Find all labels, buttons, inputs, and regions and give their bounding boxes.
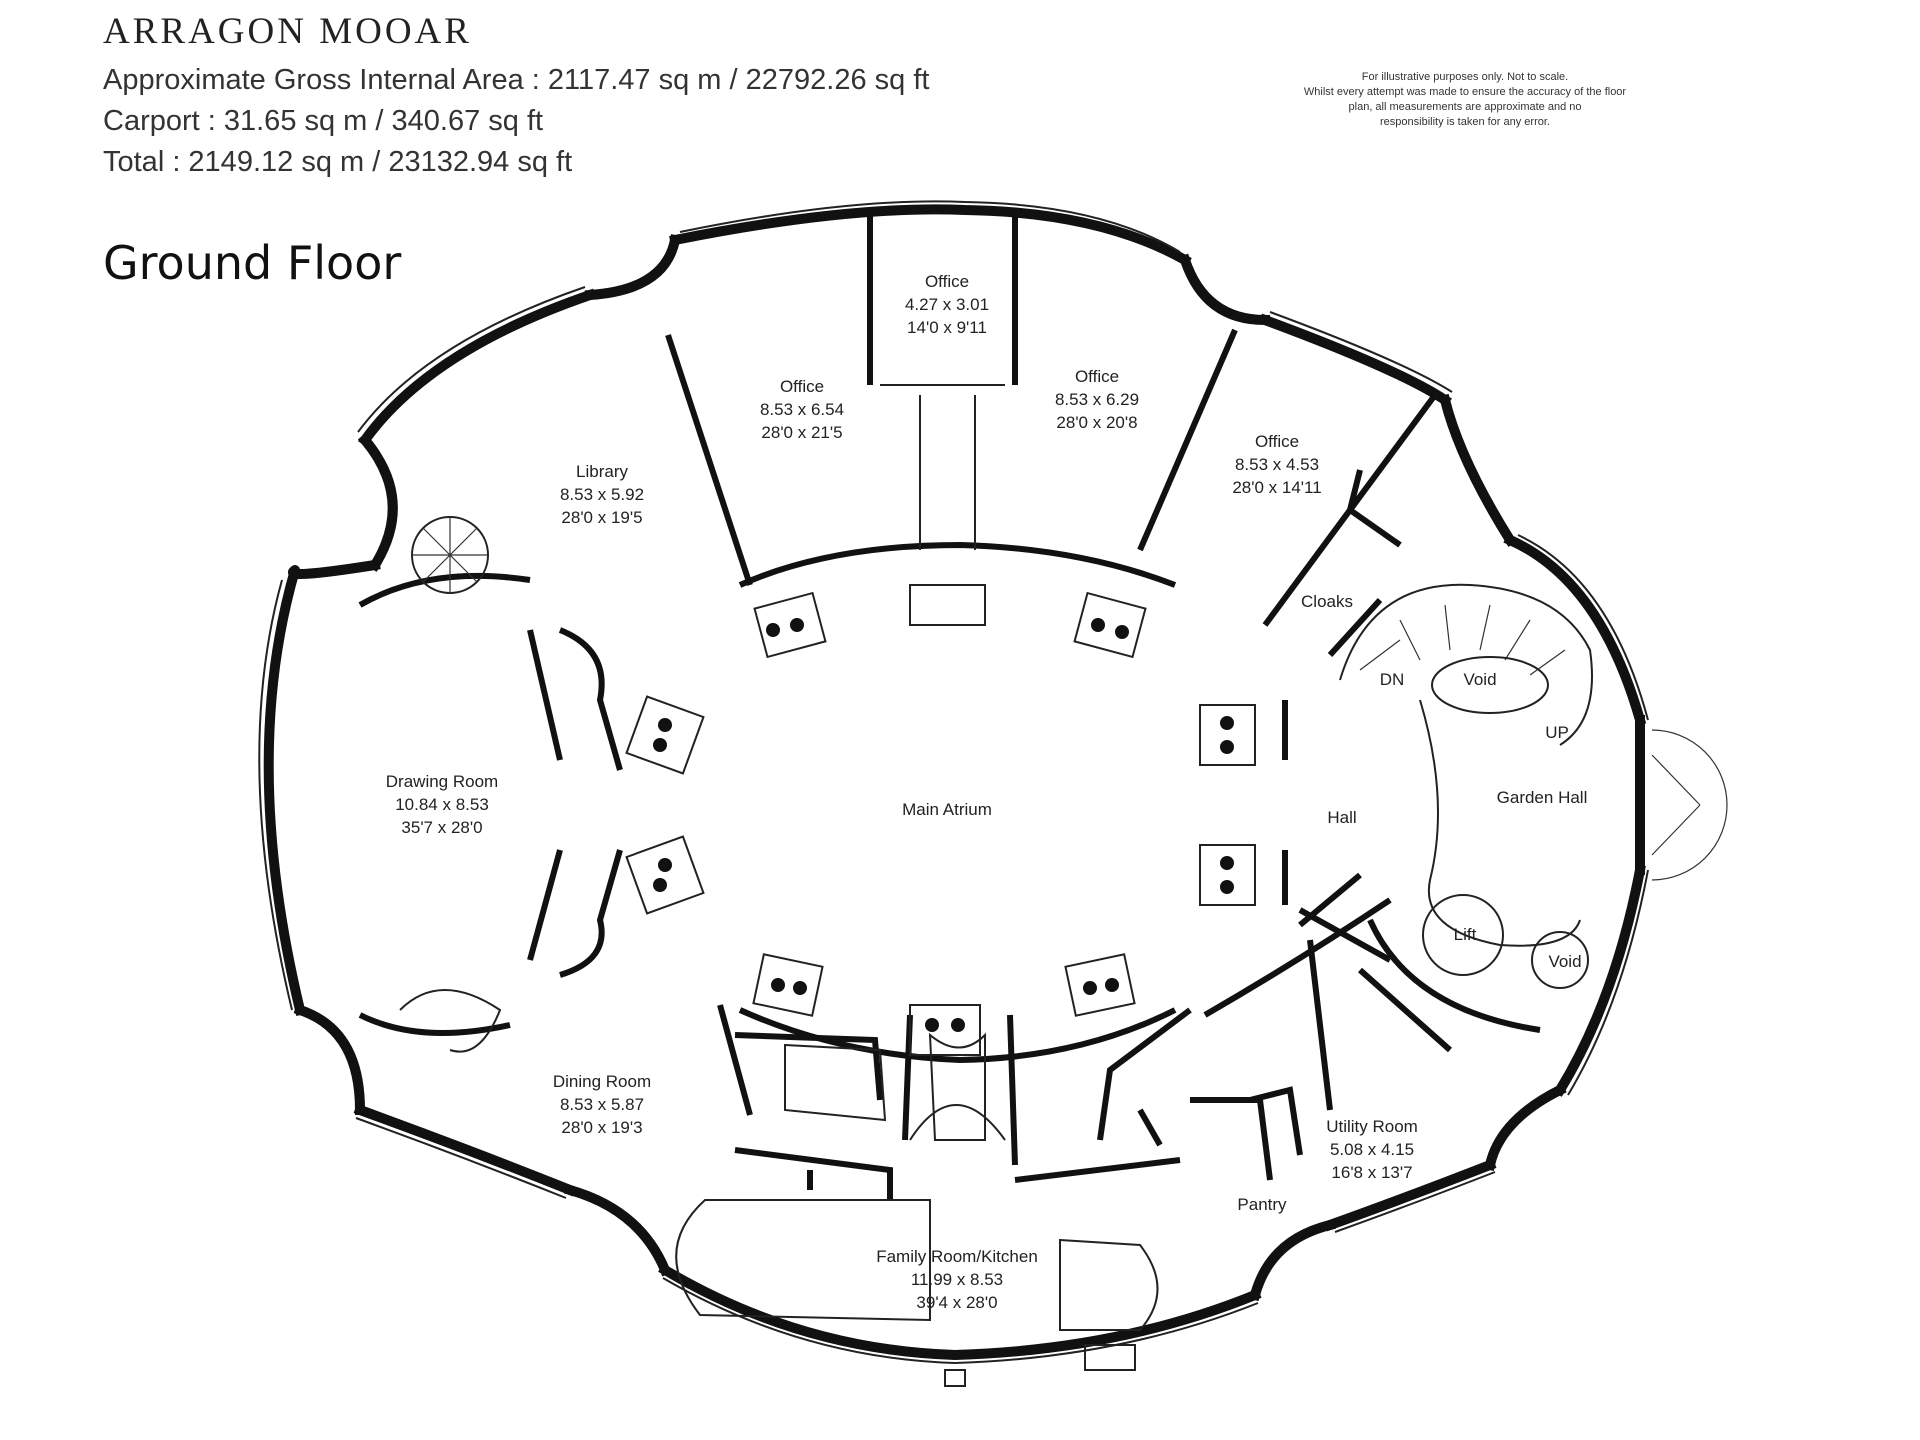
outer-walls xyxy=(258,200,1728,1365)
kitchen-fittings xyxy=(675,1199,1159,1387)
disclaimer: For illustrative purposes only. Not to s… xyxy=(1240,70,1690,130)
office-left-name: Office xyxy=(780,377,824,396)
office-mid-imperial: 28'0 x 20'8 xyxy=(1056,413,1137,432)
office-top-imperial: 14'0 x 9'11 xyxy=(907,318,987,337)
drawing-room-name: Drawing Room xyxy=(386,772,498,791)
stairs-up-label: UP xyxy=(1545,723,1569,742)
drawing-room-metric: 10.84 x 8.53 xyxy=(395,795,489,814)
family-kitchen-imperial: 39'4 x 28'0 xyxy=(916,1293,997,1312)
office-left-imperial: 28'0 x 21'5 xyxy=(761,423,842,442)
lift-label: Lift xyxy=(1454,925,1477,944)
library-metric: 8.53 x 5.92 xyxy=(560,485,644,504)
pantry-label: Pantry xyxy=(1237,1195,1287,1214)
office-right-imperial: 28'0 x 14'11 xyxy=(1232,478,1321,497)
utility-room-imperial: 16'8 x 13'7 xyxy=(1331,1163,1412,1182)
property-title: ARRAGON MOOAR xyxy=(103,11,472,52)
utility-room-metric: 5.08 x 4.15 xyxy=(1330,1140,1414,1159)
cloaks-label: Cloaks xyxy=(1301,592,1353,611)
hall-label: Hall xyxy=(1327,808,1356,827)
void-lower-label: Void xyxy=(1548,952,1581,971)
carport-area-text: Carport : 31.65 sq m / 340.67 sq ft xyxy=(103,105,544,137)
office-left-metric: 8.53 x 6.54 xyxy=(760,400,844,419)
office-right-name: Office xyxy=(1255,432,1299,451)
gross-area-text: Approximate Gross Internal Area : 2117.4… xyxy=(103,64,930,96)
stairs-down-label: DN xyxy=(1380,670,1405,689)
office-right-metric: 8.53 x 4.53 xyxy=(1235,455,1319,474)
library-name: Library xyxy=(576,462,628,481)
main-atrium-label: Main Atrium xyxy=(902,800,992,819)
disclaimer-line: For illustrative purposes only. Not to s… xyxy=(1361,71,1569,83)
disclaimer-line: responsibility is taken for any error. xyxy=(1380,116,1550,128)
dining-room-metric: 8.53 x 5.87 xyxy=(560,1095,644,1114)
office-top-metric: 4.27 x 3.01 xyxy=(905,295,989,314)
drawing-room-imperial: 35'7 x 28'0 xyxy=(401,818,482,837)
disclaimer-line: Whilst every attempt was made to ensure … xyxy=(1303,86,1627,98)
staircases xyxy=(399,516,1593,1053)
chimney-blocks xyxy=(558,591,1256,1056)
office-top-name: Office xyxy=(925,272,969,291)
room-labels: Office 4.27 x 3.01 14'0 x 9'11 Office 8.… xyxy=(386,272,1588,1312)
dining-room-name: Dining Room xyxy=(553,1072,651,1091)
internal-walls xyxy=(358,215,1452,1200)
family-kitchen-name: Family Room/Kitchen xyxy=(876,1247,1038,1266)
void-upper-label: Void xyxy=(1463,670,1496,689)
disclaimer-line: plan, all measurements are approximate a… xyxy=(1348,101,1582,113)
floor-title: Ground Floor xyxy=(103,236,402,290)
garden-hall-label: Garden Hall xyxy=(1497,788,1588,807)
total-area-text: Total : 2149.12 sq m / 23132.94 sq ft xyxy=(103,146,573,178)
dining-room-imperial: 28'0 x 19'3 xyxy=(561,1118,642,1137)
library-imperial: 28'0 x 19'5 xyxy=(561,508,642,527)
family-kitchen-metric: 11.99 x 8.53 xyxy=(911,1270,1003,1289)
office-mid-metric: 8.53 x 6.29 xyxy=(1055,390,1139,409)
utility-room-name: Utility Room xyxy=(1326,1117,1418,1136)
office-mid-name: Office xyxy=(1075,367,1119,386)
atrium-ring xyxy=(527,541,1288,1064)
